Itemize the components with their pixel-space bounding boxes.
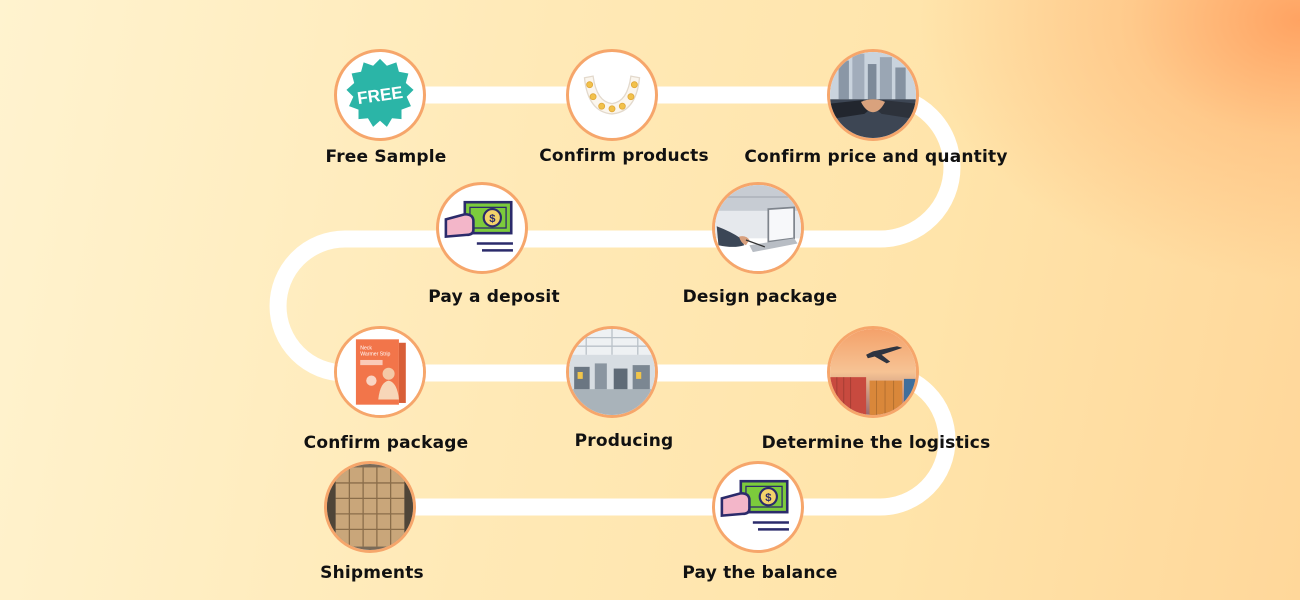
cargo-cartons-icon (327, 464, 413, 550)
confirm-products-icon (566, 49, 658, 141)
product-strip-icon (583, 75, 641, 115)
step-label-confirm-package: Confirm package (303, 433, 469, 453)
package-box-text-2: Warmer Strip (360, 352, 390, 358)
money-hand-icon: $ (444, 200, 513, 252)
free-sample-icon: FREE (334, 49, 426, 141)
step-label-confirm-products: Confirm products (539, 146, 709, 166)
svg-text:$: $ (765, 492, 772, 504)
producing-icon (566, 326, 658, 418)
handshake-icon (830, 52, 916, 138)
airplane-logistics-icon (830, 329, 916, 415)
step-label-design-package: Design package (682, 287, 838, 307)
pay-balance-icon: $ (712, 461, 804, 553)
package-box-text-1: Neck (360, 346, 372, 352)
svg-text:$: $ (489, 213, 496, 225)
free-badge-icon: FREE (346, 58, 414, 127)
step-label-producing: Producing (574, 431, 674, 451)
confirm-package-icon: Neck Warmer Strip (334, 326, 426, 418)
pay-deposit-icon: $ (436, 182, 528, 274)
step-label-confirm-price-quantity: Confirm price and quantity (744, 147, 1008, 167)
package-box-icon: Neck Warmer Strip (337, 329, 423, 415)
confirm-price-quantity-icon (827, 49, 919, 141)
design-package-icon (712, 182, 804, 274)
step-label-determine-logistics: Determine the logistics (761, 433, 991, 453)
money-hand-icon: $ (720, 479, 789, 531)
factory-icon (569, 329, 655, 415)
step-label-pay-balance: Pay the balance (682, 563, 838, 583)
shipments-icon (324, 461, 416, 553)
laptop-design-icon (715, 185, 801, 271)
step-label-shipments: Shipments (320, 563, 424, 583)
step-label-pay-deposit: Pay a deposit (428, 287, 560, 307)
determine-logistics-icon (827, 326, 919, 418)
step-label-free-sample: Free Sample (325, 147, 447, 167)
